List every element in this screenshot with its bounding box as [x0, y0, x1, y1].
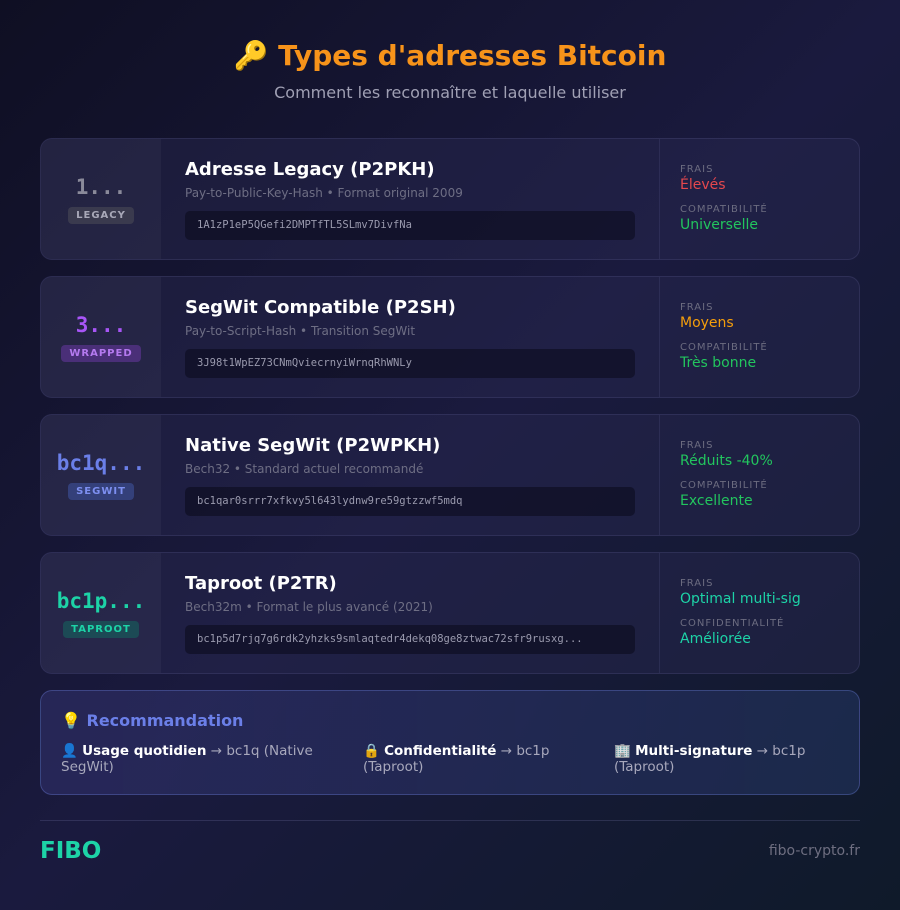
address-type-card: 3... WRAPPED SegWit Compatible (P2SH) Pa…: [40, 276, 860, 398]
address-prefix: 1...: [75, 175, 127, 199]
recommendation-label: Multi-signature: [635, 743, 753, 759]
site-url[interactable]: fibo-crypto.fr: [768, 843, 860, 859]
card-meta: FRAIS Optimal multi-sig CONFIDENTIALITÉ …: [659, 553, 859, 673]
page-title-text: Types d'adresses Bitcoin: [278, 39, 667, 72]
address-type-card: 1... LEGACY Adresse Legacy (P2PKH) Pay-t…: [40, 138, 860, 260]
recommendation-label: Confidentialité: [384, 743, 497, 759]
recommendation-value: bc1q (Native SegWit): [61, 743, 313, 775]
card-body: Native SegWit (P2WPKH) Bech32 • Standard…: [161, 415, 659, 535]
meta-value-fees: Réduits -40%: [680, 453, 773, 469]
address-type-card: bc1p... TAPROOT Taproot (P2TR) Bech32m •…: [40, 552, 860, 674]
meta-label-fees: FRAIS: [680, 164, 714, 175]
card-body: Adresse Legacy (P2PKH) Pay-to-Public-Key…: [161, 139, 659, 259]
example-address[interactable]: 3J98t1WpEZ73CNmQviecrnyiWrnqRhWNLy: [185, 349, 635, 378]
recommendation-label: Usage quotidien: [82, 743, 207, 759]
card-body: Taproot (P2TR) Bech32m • Format le plus …: [161, 553, 659, 673]
arrow-icon: →: [210, 743, 223, 759]
recommendation-value: bc1p (Taproot): [363, 743, 550, 775]
lightbulb-icon: 💡: [61, 711, 81, 730]
card-title: Native SegWit (P2WPKH): [185, 435, 441, 456]
card-title: Adresse Legacy (P2PKH): [185, 159, 435, 180]
header: 🔑 Types d'adresses Bitcoin Comment les r…: [40, 0, 860, 103]
recommendation-panel: 💡 Recommandation 👤 Usage quotidien → bc1…: [40, 690, 860, 795]
meta-value-fees: Moyens: [680, 315, 734, 331]
example-address[interactable]: bc1qar0srrr7xfkvy5l643lydnw9re59gtzzwf5m…: [185, 487, 635, 516]
type-badge: SEGWIT: [68, 483, 134, 500]
lock-icon: 🔒: [363, 743, 380, 759]
meta-label-secondary: COMPATIBILITÉ: [680, 204, 768, 215]
card-subtitle: Bech32 • Standard actuel recommandé: [185, 462, 424, 476]
card-meta: FRAIS Réduits -40% COMPATIBILITÉ Excelle…: [659, 415, 859, 535]
meta-label-fees: FRAIS: [680, 302, 714, 313]
user-icon: 👤: [61, 743, 78, 759]
office-building-icon: 🏢: [614, 743, 631, 759]
type-badge: TAPROOT: [63, 621, 139, 638]
type-badge: LEGACY: [68, 207, 134, 224]
prefix-panel: 1... LEGACY: [41, 139, 161, 259]
meta-value-secondary: Universelle: [680, 217, 758, 233]
example-address[interactable]: bc1p5d7rjq7g6rdk2yhzks9smlaqtedr4dekq08g…: [185, 625, 635, 654]
recommendation-value: bc1p (Taproot): [614, 743, 806, 775]
address-type-list: 1... LEGACY Adresse Legacy (P2PKH) Pay-t…: [40, 138, 860, 674]
meta-value-fees: Élevés: [680, 177, 726, 193]
meta-value-secondary: Excellente: [680, 493, 753, 509]
card-meta: FRAIS Moyens COMPATIBILITÉ Très bonne: [659, 277, 859, 397]
recommendation-privacy: 🔒 Confidentialité → bc1p (Taproot): [363, 743, 614, 775]
meta-value-secondary: Très bonne: [680, 355, 757, 371]
address-prefix: 3...: [75, 313, 127, 337]
address-prefix: bc1q...: [56, 451, 146, 475]
key-icon: 🔑: [233, 39, 269, 72]
recommendation-multisig: 🏢 Multi-signature → bc1p (Taproot): [614, 743, 839, 775]
type-badge: WRAPPED: [61, 345, 141, 362]
prefix-panel: bc1p... TAPROOT: [41, 553, 161, 673]
footer: FIBO fibo-crypto.fr: [40, 820, 860, 865]
prefix-panel: 3... WRAPPED: [41, 277, 161, 397]
address-prefix: bc1p...: [56, 589, 146, 613]
example-address[interactable]: 1A1zP1eP5QGefi2DMPTfTL5SLmv7DivfNa: [185, 211, 635, 240]
meta-label-fees: FRAIS: [680, 578, 714, 589]
card-body: SegWit Compatible (P2SH) Pay-to-Script-H…: [161, 277, 659, 397]
card-title: Taproot (P2TR): [185, 573, 337, 594]
prefix-panel: bc1q... SEGWIT: [41, 415, 161, 535]
meta-label-secondary: COMPATIBILITÉ: [680, 480, 768, 491]
meta-value-secondary: Améliorée: [680, 631, 751, 647]
recommendation-items: 👤 Usage quotidien → bc1q (Native SegWit)…: [61, 743, 839, 775]
page-title: 🔑 Types d'adresses Bitcoin: [40, 38, 860, 74]
recommendation-title-text: Recommandation: [86, 711, 244, 730]
meta-label-secondary: CONFIDENTIALITÉ: [680, 618, 785, 629]
brand-logo: FIBO: [40, 838, 102, 864]
card-meta: FRAIS Élevés COMPATIBILITÉ Universelle: [659, 139, 859, 259]
page: 🔑 Types d'adresses Bitcoin Comment les r…: [40, 0, 860, 865]
arrow-icon: →: [500, 743, 513, 759]
meta-value-fees: Optimal multi-sig: [680, 591, 801, 607]
card-subtitle: Bech32m • Format le plus avancé (2021): [185, 600, 433, 614]
card-subtitle: Pay-to-Public-Key-Hash • Format original…: [185, 186, 463, 200]
recommendation-daily-use: 👤 Usage quotidien → bc1q (Native SegWit): [61, 743, 363, 775]
page-subtitle: Comment les reconnaître et laquelle util…: [274, 83, 626, 102]
meta-label-secondary: COMPATIBILITÉ: [680, 342, 768, 353]
recommendation-title: 💡 Recommandation: [61, 711, 839, 731]
arrow-icon: →: [756, 743, 768, 759]
card-subtitle: Pay-to-Script-Hash • Transition SegWit: [185, 324, 416, 338]
card-title: SegWit Compatible (P2SH): [185, 297, 456, 318]
address-type-card: bc1q... SEGWIT Native SegWit (P2WPKH) Be…: [40, 414, 860, 536]
meta-label-fees: FRAIS: [680, 440, 714, 451]
